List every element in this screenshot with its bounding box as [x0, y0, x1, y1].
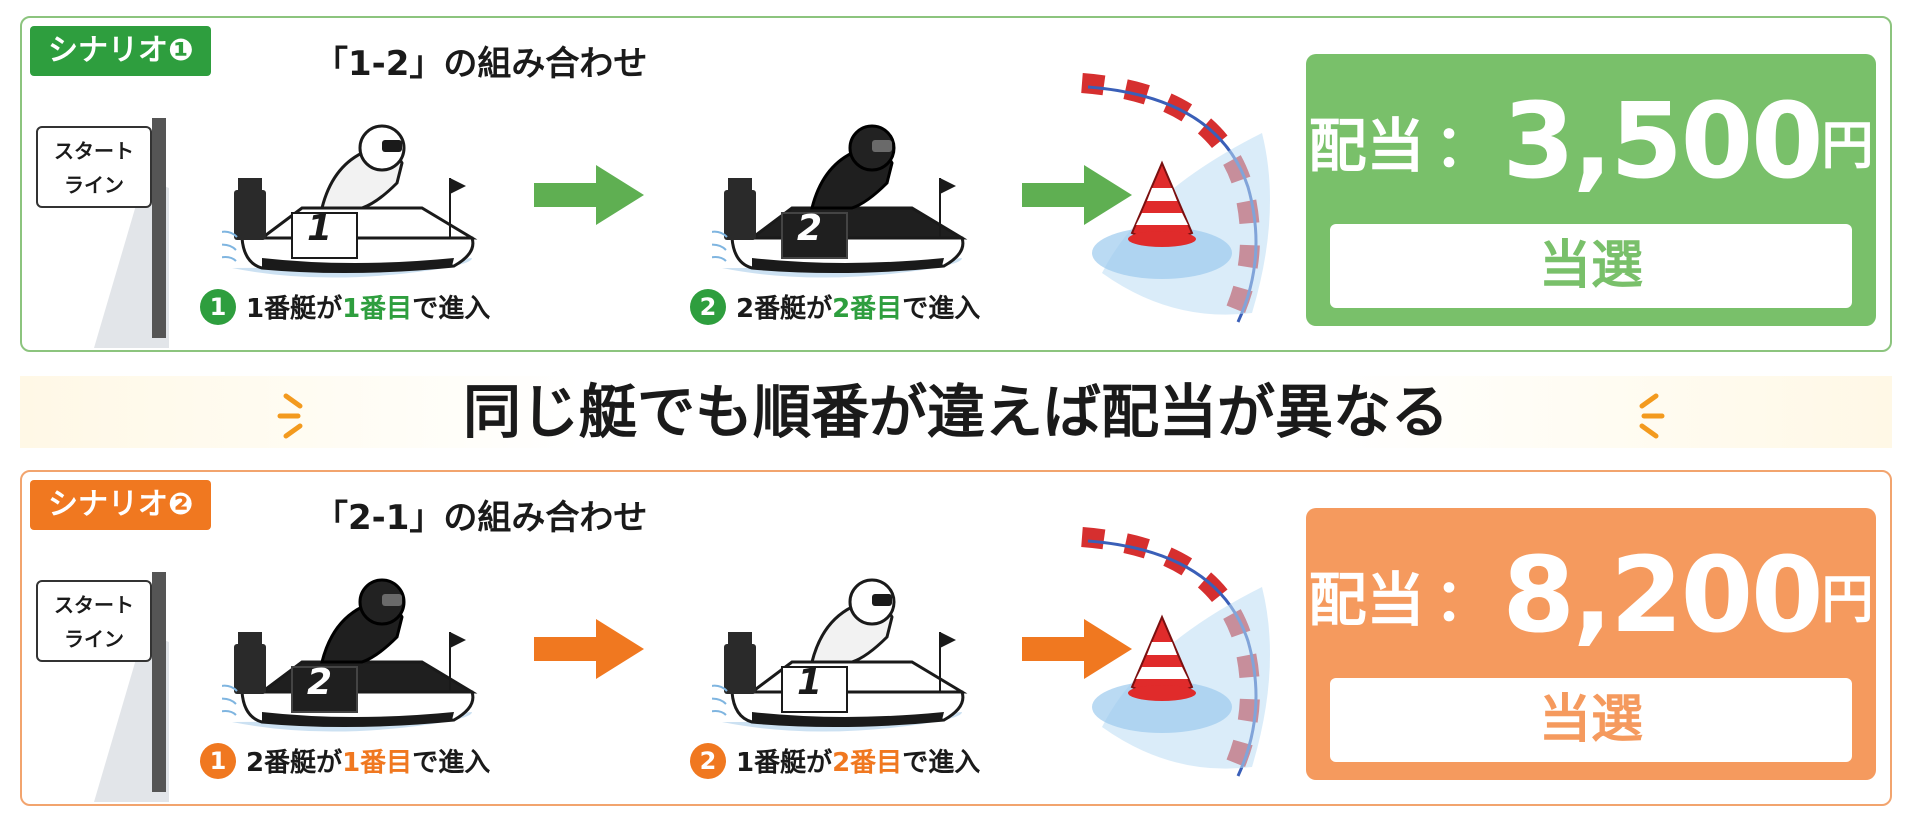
order-number-icon: 1 [200, 742, 236, 779]
caption-pre: 1番艇が [736, 748, 833, 778]
payout-box: 配当：3,500円 当選 [1306, 54, 1876, 326]
caption-highlight: 2番目 [832, 294, 903, 324]
arrow-right-icon [1022, 619, 1132, 679]
payout-colon: ： [1434, 112, 1493, 180]
caption-pre: 2番艇が [736, 294, 833, 324]
payout-colon: ： [1434, 566, 1493, 634]
result-badge: 当選 [1330, 678, 1852, 762]
scenario-badge: シナリオ❶ [30, 26, 212, 76]
scenario-panel-2: シナリオ❷ 「2-1」の組み合わせ スタート ライン 2 1 2番艇が1番目で進… [20, 470, 1892, 806]
payout-label: 配当 [1308, 566, 1425, 634]
start-line-pole-icon [94, 572, 169, 802]
combination-title: 「1-2」の組み合わせ [314, 44, 648, 84]
message-banner: 同じ艇でも順番が違えば配当が異なる [20, 376, 1892, 448]
turn-buoy-icon [1062, 527, 1292, 777]
start-line-pole-icon [94, 118, 169, 348]
payout-amount-row: 配当：3,500円 [1306, 80, 1876, 202]
caption-post: で進入 [902, 748, 981, 778]
racing-boat-icon: 1 [222, 118, 512, 288]
payout-value: 3,500 [1502, 80, 1824, 202]
banner-message: 同じ艇でも順番が違えば配当が異なる [462, 378, 1449, 446]
order-number-icon: 1 [200, 288, 236, 325]
payout-label: 配当 [1308, 112, 1425, 180]
arrow-right-icon [534, 165, 644, 225]
boat-number: 1 [307, 208, 333, 249]
start-label-line2: ライン [64, 173, 124, 197]
order-number-icon: 2 [690, 742, 726, 779]
caption-post: で進入 [412, 748, 491, 778]
start-line-label: スタート ライン [36, 126, 152, 208]
racing-boat-icon: 2 [712, 118, 1002, 288]
result-badge: 当選 [1330, 224, 1852, 308]
payout-amount-row: 配当：8,200円 [1306, 534, 1876, 656]
racing-boat-icon: 2 [222, 572, 512, 742]
start-label-line1: スタート [54, 593, 134, 617]
boat-caption-1: 1 1番艇が1番目で進入 [200, 288, 490, 325]
payout-unit: 円 [1821, 116, 1874, 177]
caption-pre: 1番艇が [246, 294, 343, 324]
boat-number: 2 [307, 662, 333, 703]
boat-caption-2: 2 1番艇が2番目で進入 [690, 742, 980, 779]
boat-caption-1: 1 2番艇が1番目で進入 [200, 742, 490, 779]
caption-highlight: 2番目 [832, 748, 903, 778]
payout-box: 配当：8,200円 当選 [1306, 508, 1876, 780]
turn-buoy-icon [1062, 73, 1292, 323]
start-label-line2: ライン [64, 627, 124, 651]
burst-lines-icon [1639, 393, 1665, 439]
combination-title: 「2-1」の組み合わせ [314, 498, 648, 538]
scenario-badge: シナリオ❷ [30, 480, 212, 530]
caption-post: で進入 [902, 294, 981, 324]
start-line-label: スタート ライン [36, 580, 152, 662]
order-number-icon: 2 [690, 288, 726, 325]
caption-pre: 2番艇が [246, 748, 343, 778]
boat-number: 2 [797, 208, 823, 249]
arrow-right-icon [1022, 165, 1132, 225]
start-label-line1: スタート [54, 139, 134, 163]
caption-post: で進入 [412, 294, 491, 324]
boat-caption-2: 2 2番艇が2番目で進入 [690, 288, 980, 325]
arrow-right-icon [534, 619, 644, 679]
burst-lines-icon [277, 393, 303, 439]
boat-number: 1 [797, 662, 823, 703]
payout-value: 8,200 [1502, 534, 1824, 656]
payout-unit: 円 [1821, 570, 1874, 631]
caption-highlight: 1番目 [342, 748, 413, 778]
racing-boat-icon: 1 [712, 572, 1002, 742]
scenario-panel-1: シナリオ❶ 「1-2」の組み合わせ スタート ライン 1 1 1番艇が1番目で進… [20, 16, 1892, 352]
caption-highlight: 1番目 [342, 294, 413, 324]
